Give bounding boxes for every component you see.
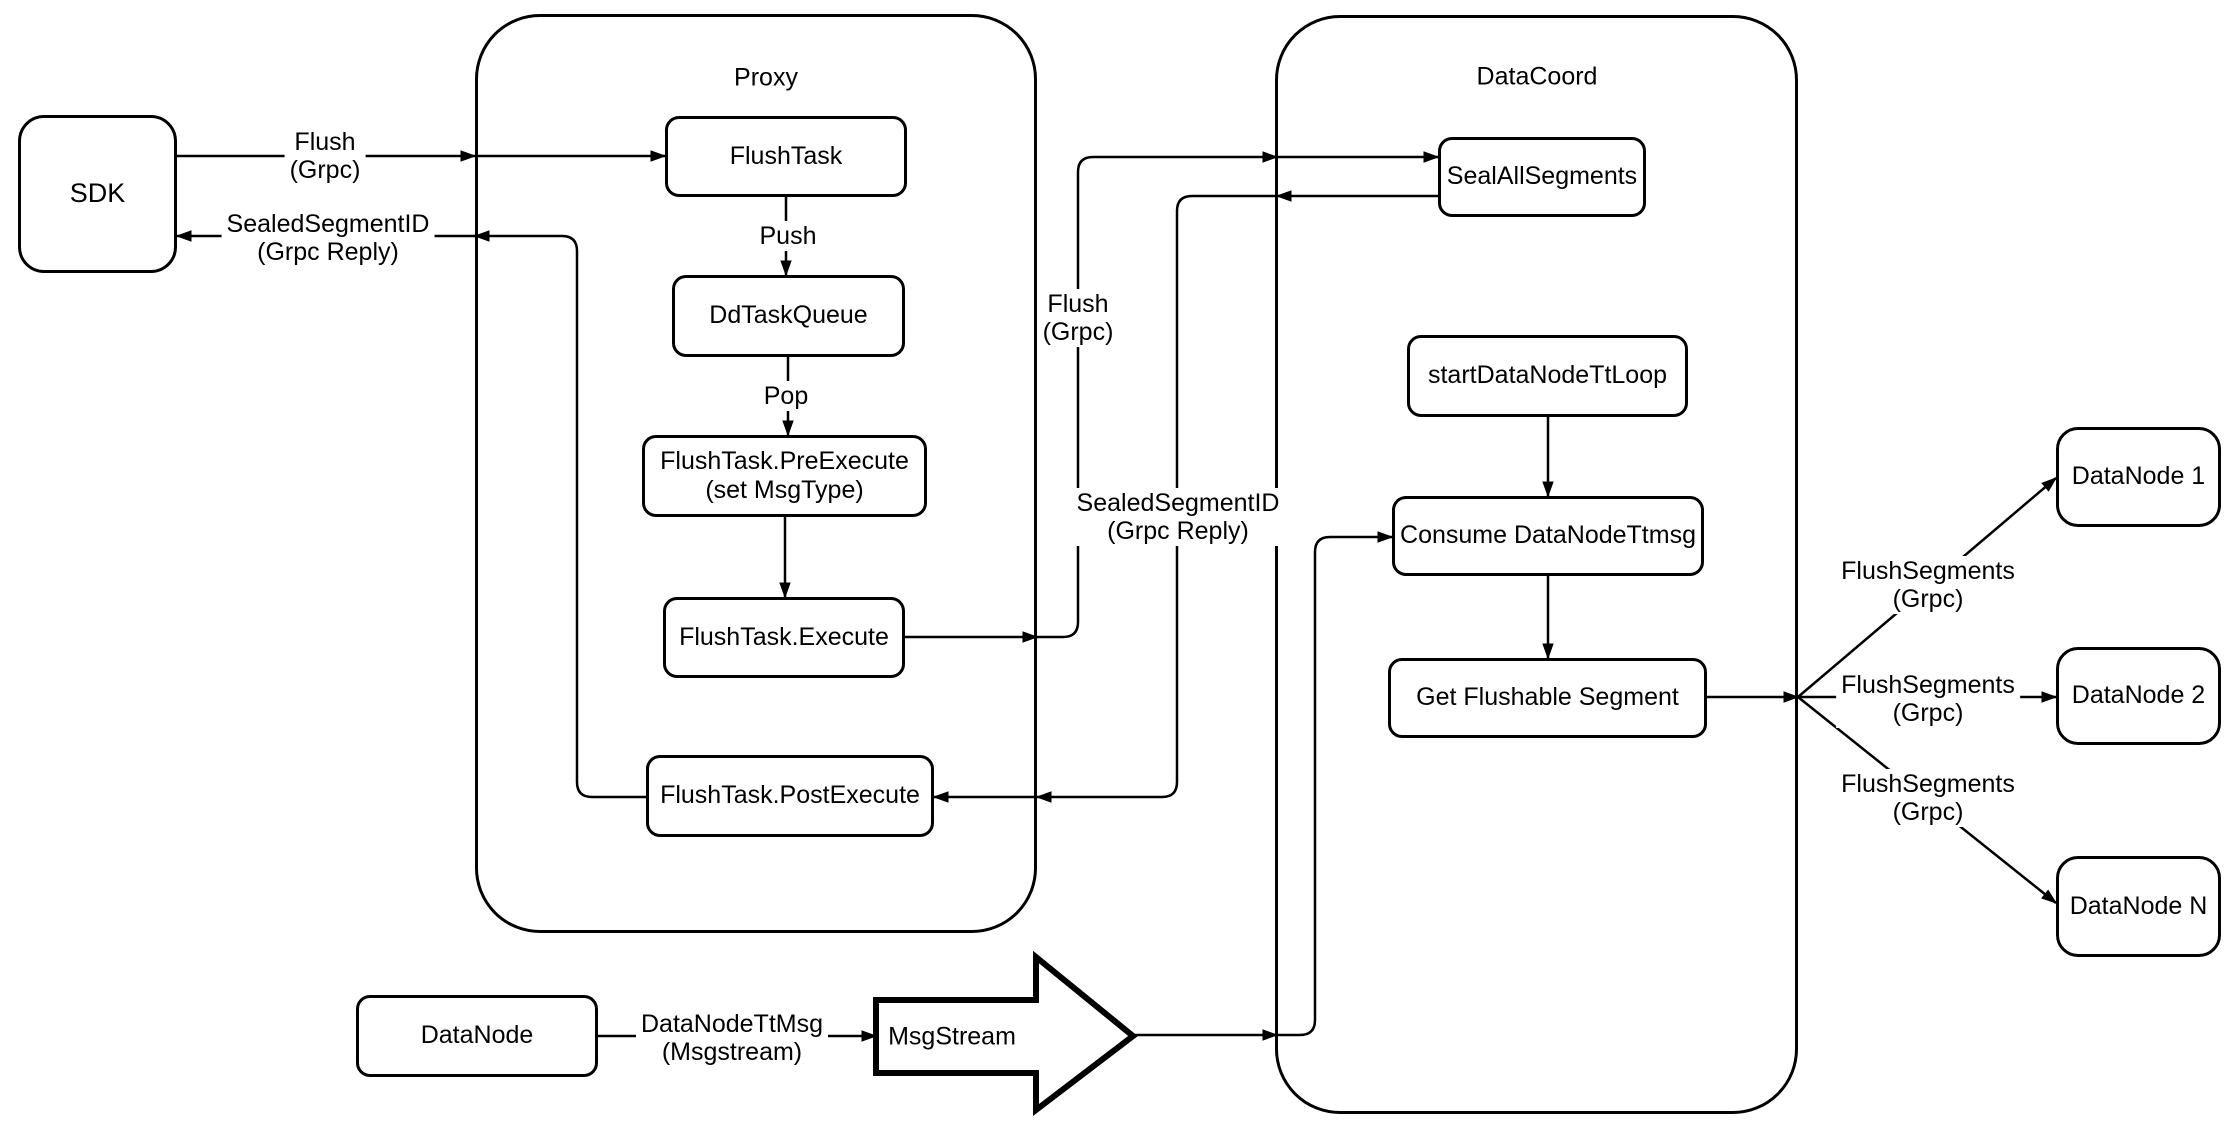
node-consumedatanodettmsg-label: Consume DataNodeTtmsg xyxy=(1400,521,1696,550)
edge-label-reply-mid: SealedSegmentID (Grpc Reply) xyxy=(1071,488,1285,546)
node-preexecute: FlushTask.PreExecute (set MsgType) xyxy=(642,435,927,517)
edge-label-flushsegments-1: FlushSegments (Grpc) xyxy=(1836,556,2020,614)
edge-label-reply-sdk-line2: (Grpc Reply) xyxy=(257,238,399,266)
node-datanode2-label: DataNode 2 xyxy=(2071,681,2206,710)
edge-label-reply-sdk-line1: SealedSegmentID xyxy=(226,210,430,238)
edge-label-flush-sdk: Flush (Grpc) xyxy=(284,127,366,185)
node-datanoden-label: DataNode N xyxy=(2069,891,2208,920)
edge-label-datanodettmsg-line2: (Msgstream) xyxy=(661,1038,803,1066)
datacoord-container-title: DataCoord xyxy=(1476,62,1598,91)
edge-datacoord-edge-to-consume xyxy=(1277,531,1394,1037)
proxy-container-title: Proxy xyxy=(734,63,798,92)
edge-label-flushsegments-2-line2: (Grpc) xyxy=(1892,699,1964,727)
edge-label-flushsegments-1-line2: (Grpc) xyxy=(1892,585,1964,613)
msgstream-arrow-shape xyxy=(873,950,1138,1117)
edge-label-flushsegments-3-line1: FlushSegments xyxy=(1841,770,2015,798)
node-ddtaskqueue-label: DdTaskQueue xyxy=(709,301,868,330)
edge-label-reply-sdk: SealedSegmentID (Grpc Reply) xyxy=(221,209,435,267)
edge-label-flushsegments-3: FlushSegments (Grpc) xyxy=(1836,769,2020,827)
node-postexecute-label: FlushTask.PostExecute xyxy=(660,781,920,810)
edge-label-flushsegments-1-line1: FlushSegments xyxy=(1841,557,2015,585)
edge-label-reply-mid-line2: (Grpc Reply) xyxy=(1107,517,1249,545)
node-ddtaskqueue: DdTaskQueue xyxy=(672,275,905,357)
node-consumedatanodettmsg: Consume DataNodeTtmsg xyxy=(1392,496,1704,576)
node-getflushablesegment: Get Flushable Segment xyxy=(1388,658,1707,738)
edge-label-push: Push xyxy=(754,221,822,251)
node-datanode1: DataNode 1 xyxy=(2056,427,2221,527)
node-execute-label: FlushTask.Execute xyxy=(679,622,889,651)
edge-label-datanodettmsg: DataNodeTtMsg (Msgstream) xyxy=(635,1009,829,1067)
node-execute: FlushTask.Execute xyxy=(663,597,905,678)
proxy-container xyxy=(475,14,1037,933)
edge-label-pop-line1: Pop xyxy=(763,382,809,410)
node-datanode-label: DataNode xyxy=(420,1021,534,1050)
node-getflushablesegment-label: Get Flushable Segment xyxy=(1416,683,1679,712)
node-flushtask-label: FlushTask xyxy=(729,141,843,170)
edge-label-push-line1: Push xyxy=(759,222,817,250)
node-flushtask: FlushTask xyxy=(665,116,907,197)
edge-label-flushsegments-3-line2: (Grpc) xyxy=(1892,798,1964,826)
node-sdk: SDK xyxy=(18,115,177,273)
node-preexecute-label-line2: (set MsgType) xyxy=(705,476,864,504)
edge-label-flush-mid-line2: (Grpc) xyxy=(1042,318,1114,346)
node-sdk-label: SDK xyxy=(69,178,126,209)
node-sealallsegments-label: SealAllSegments xyxy=(1446,162,1638,191)
edge-label-flush-sdk-line2: (Grpc) xyxy=(289,156,361,184)
edge-label-flushsegments-2-line1: FlushSegments xyxy=(1841,671,2015,699)
node-datanode1-label: DataNode 1 xyxy=(2071,462,2206,491)
node-datanoden: DataNode N xyxy=(2056,856,2221,957)
edge-label-flush-mid-line1: Flush xyxy=(1047,290,1109,318)
edge-label-flush-mid: Flush (Grpc) xyxy=(1037,289,1119,347)
edge-postexecute-to-proxy-edge xyxy=(473,230,646,799)
edge-proxy-edge-to-datacoord-edge-flush xyxy=(1037,151,1279,639)
node-datanode: DataNode xyxy=(356,995,598,1077)
node-preexecute-label-line1: FlushTask.PreExecute xyxy=(660,446,909,475)
edge-label-pop: Pop xyxy=(758,381,814,411)
node-sealallsegments: SealAllSegments xyxy=(1438,137,1646,217)
edge-label-reply-mid-line1: SealedSegmentID xyxy=(1076,489,1280,517)
edge-label-flushsegments-2: FlushSegments (Grpc) xyxy=(1836,670,2020,728)
msgstream-label: MsgStream xyxy=(888,1022,1016,1051)
node-startdatanodettloop: startDataNodeTtLoop xyxy=(1407,335,1688,417)
node-datanode2: DataNode 2 xyxy=(2056,647,2221,745)
datacoord-container xyxy=(1275,15,1798,1114)
edge-label-flush-sdk-line1: Flush xyxy=(294,128,356,156)
node-startdatanodettloop-label: startDataNodeTtLoop xyxy=(1427,361,1668,390)
node-postexecute: FlushTask.PostExecute xyxy=(646,755,934,837)
edge-label-datanodettmsg-line1: DataNodeTtMsg xyxy=(640,1010,824,1038)
